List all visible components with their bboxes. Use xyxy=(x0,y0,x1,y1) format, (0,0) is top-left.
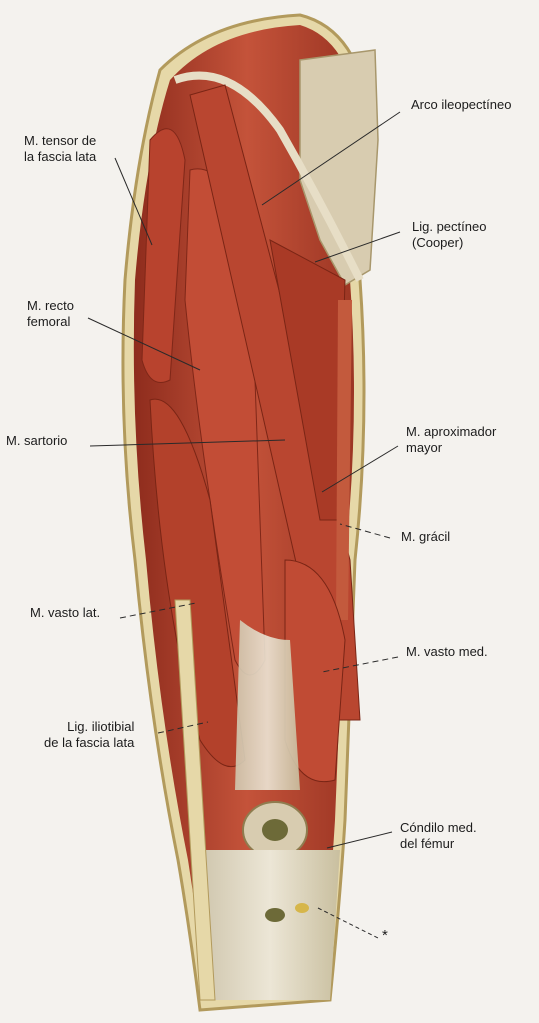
tensor-muscle xyxy=(141,128,186,383)
label-tensor-fascia-lata: M. tensor de la fascia lata xyxy=(24,133,97,164)
label-gracil: M. grácil xyxy=(401,529,451,544)
leader-lines xyxy=(87,111,401,939)
label-sartorio: M. sartorio xyxy=(6,433,68,448)
iliotibial-band xyxy=(174,599,216,1001)
label-lig-pectineo: Lig. pectíneo (Cooper) xyxy=(412,219,487,250)
label-asterisk: * xyxy=(382,927,388,944)
quadriceps-tendon xyxy=(235,620,300,790)
gracilis-muscle xyxy=(336,300,352,620)
label-vasto-lateral: M. vasto lat. xyxy=(30,605,101,620)
label-condilo-medial: Cóndilo med. del fémur xyxy=(400,820,477,851)
ilioinguinal-ligament xyxy=(173,71,364,282)
label-recto-femoral: M. recto femoral xyxy=(27,298,74,329)
label-aproximador-mayor: M. aproximador mayor xyxy=(406,424,497,455)
knee-region xyxy=(200,850,340,1000)
label-arco-ileopectineo: Arco ileopectíneo xyxy=(411,97,512,112)
vastus-lateralis xyxy=(149,398,246,768)
label-vasto-medial: M. vasto med. xyxy=(406,644,488,659)
tibial-hole xyxy=(265,908,285,922)
label-lig-iliotibial: Lig. iliotibial de la fascia lata xyxy=(44,719,135,750)
